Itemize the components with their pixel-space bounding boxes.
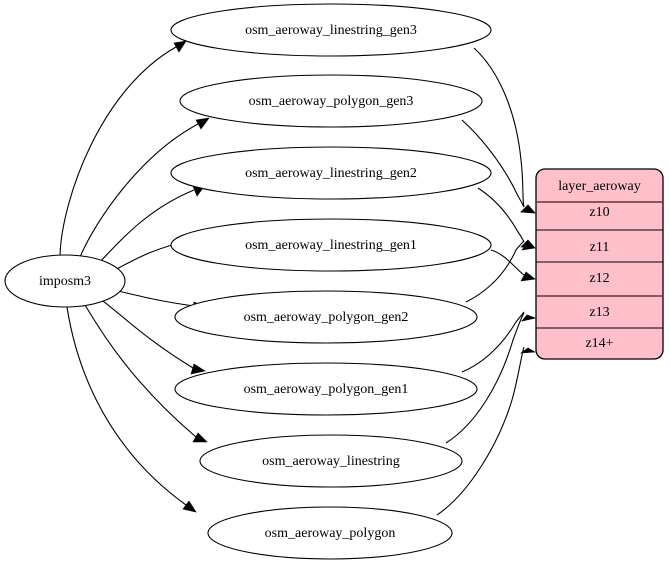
edge-osm_aeroway_polygon-to-z14 [436,346,537,516]
edge-imposm3-to-osm_aeroway_polygon_gen1 [102,300,206,375]
edge-osm_aeroway_linestring_gen1-to-z12 [490,249,536,282]
node-osm_aeroway_polygon_gen1-label: osm_aeroway_polygon_gen1 [244,382,409,397]
node-osm_aeroway_linestring[interactable]: osm_aeroway_linestring [199,434,463,488]
node-osm_aeroway_linestring-label: osm_aeroway_linestring [262,454,400,469]
edge-osm_aeroway_polygon_gen2-to-z11 [465,240,536,303]
node-osm_aeroway_polygon[interactable]: osm_aeroway_polygon [207,506,453,560]
node-osm_aeroway_linestring_gen3[interactable]: osm_aeroway_linestring_gen3 [170,3,492,57]
node-osm_aeroway_linestring_gen2-label: osm_aeroway_linestring_gen2 [245,166,417,181]
edge-osm_aeroway_linestring_gen3-to-z10 [473,47,536,214]
node-osm_aeroway_linestring_gen3-label: osm_aeroway_linestring_gen3 [245,23,417,38]
edge-osm_aeroway_linestring-to-z13 [445,312,537,444]
node-osm_aeroway_polygon_gen3[interactable]: osm_aeroway_polygon_gen3 [179,74,483,128]
layer_aeroway-row-z13-label: z13 [589,305,609,320]
edge-osm_aeroway_polygon_gen3-to-z10 [461,119,536,214]
node-osm_aeroway_polygon_gen2-label: osm_aeroway_polygon_gen2 [244,310,409,325]
layer_aeroway-row-z12-label: z12 [589,271,609,286]
edge-imposm3-to-osm_aeroway_linestring [84,304,208,443]
layer_aeroway-row-z14plus-label: z14+ [585,336,613,351]
node-osm_aeroway_linestring_gen1[interactable]: osm_aeroway_linestring_gen1 [170,218,492,272]
layer_aeroway-row-z11-label: z11 [590,240,610,255]
node-osm_aeroway_linestring_gen2[interactable]: osm_aeroway_linestring_gen2 [170,146,492,200]
node-imposm3[interactable]: imposm3 [4,254,126,308]
layer_aeroway-header-label: layer_aeroway [558,179,640,194]
edge-group-tables-to-layer [436,47,537,516]
edge-imposm3-to-osm_aeroway_polygon [66,306,197,513]
node-osm_aeroway_linestring_gen1-label: osm_aeroway_linestring_gen1 [245,238,417,253]
node-layer_aeroway[interactable]: layer_aeroway z10 z11 z12 z13 z14+ [535,168,664,360]
node-osm_aeroway_polygon_gen2[interactable]: osm_aeroway_polygon_gen2 [174,290,478,344]
node-osm_aeroway_polygon-label: osm_aeroway_polygon [265,526,396,541]
edge-imposm3-to-osm_aeroway_polygon_gen3 [79,117,210,258]
node-imposm3-label: imposm3 [39,274,91,289]
edge-imposm3-to-osm_aeroway_linestring_gen3 [59,40,187,256]
node-osm_aeroway_polygon_gen3-label: osm_aeroway_polygon_gen3 [249,94,414,109]
node-osm_aeroway_polygon_gen1[interactable]: osm_aeroway_polygon_gen1 [174,362,478,416]
layer_aeroway-row-z10-label: z10 [589,205,609,220]
